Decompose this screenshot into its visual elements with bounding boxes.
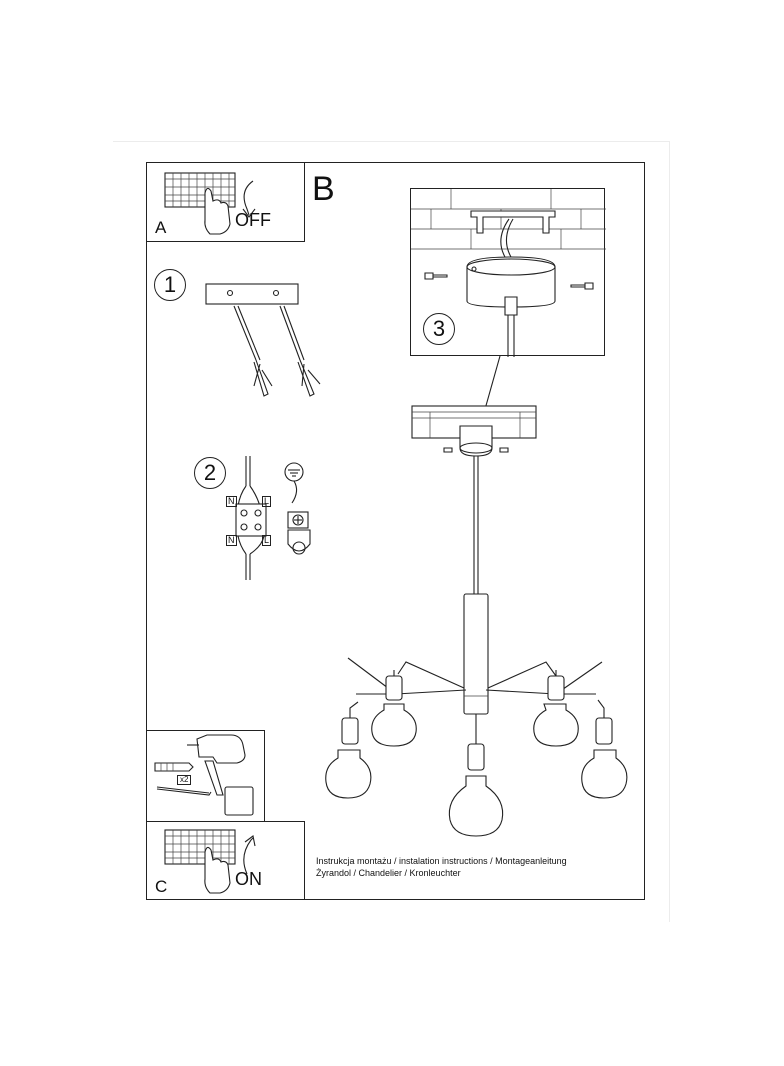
- wiring-terminal-illustration: [235, 456, 311, 580]
- section-b-letter: B: [312, 170, 335, 208]
- panel-c: C ON: [146, 821, 305, 900]
- anchor-count-label: x2: [177, 775, 192, 785]
- step-2-badge: 2: [194, 457, 226, 489]
- off-label: OFF: [235, 210, 271, 230]
- chandelier-illustration: [325, 355, 628, 837]
- ceiling-mount-detail: 3: [410, 188, 606, 357]
- wire-live-bottom-label: L: [262, 535, 272, 546]
- drill-and-anchors-illustration: [154, 734, 254, 816]
- ceiling-canopy-illustration: [411, 189, 606, 357]
- caption-line-2: Żyrandol / Chandelier / Kronleuchter: [316, 868, 461, 878]
- step-3-badge: 3: [423, 313, 455, 345]
- anchor-screws-illustration: [205, 283, 321, 397]
- panel-a: A OFF: [146, 162, 305, 242]
- caption-line-1: Instrukcja montażu / instalation instruc…: [316, 856, 567, 866]
- tools-panel: x2: [146, 730, 265, 822]
- caption: Instrukcja montażu / instalation instruc…: [316, 855, 567, 879]
- wire-live-top-label: L: [262, 496, 272, 507]
- on-label: ON: [235, 869, 262, 889]
- panel-c-letter: C: [155, 877, 168, 896]
- step-1-badge: 1: [154, 269, 186, 301]
- wire-neutral-bottom-label: N: [226, 535, 237, 546]
- breaker-on-illustration: [164, 829, 256, 894]
- panel-a-letter: A: [155, 218, 167, 237]
- wire-neutral-top-label: N: [226, 496, 237, 507]
- page-sheet: [113, 141, 670, 922]
- breaker-off-illustration: [164, 172, 256, 235]
- instruction-frame: [146, 162, 645, 900]
